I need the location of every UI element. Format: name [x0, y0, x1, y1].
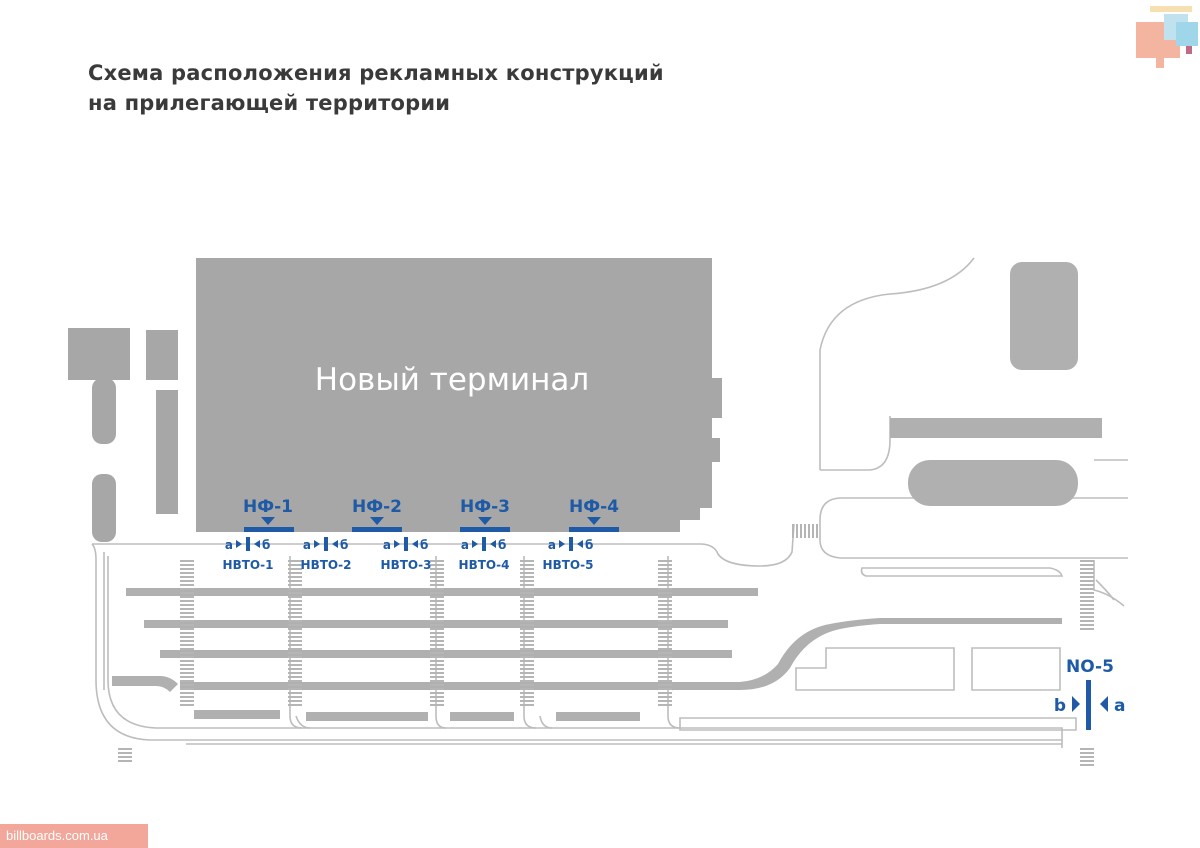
sign-post — [324, 537, 328, 551]
map-title: Схема расположения рекламных конструкций… — [88, 58, 664, 118]
facade-sign-bar — [352, 527, 402, 532]
side-b-label: b — [1054, 696, 1066, 716]
left-structures — [68, 328, 178, 542]
side-b-label: б — [420, 538, 428, 552]
sign-post — [482, 537, 486, 551]
new-terminal-label: Новый терминал — [315, 362, 589, 398]
side-b-label: б — [498, 538, 506, 552]
left-arrow-icon — [254, 540, 260, 548]
down-arrow-icon — [370, 517, 384, 525]
sign-no-5[interactable]: NO-5 b a — [1054, 657, 1126, 730]
right-arrow-icon — [236, 540, 242, 548]
left-arrow-icon — [577, 540, 583, 548]
crosswalks — [118, 524, 1094, 768]
facade-sign-nf-2[interactable]: НФ-2 — [352, 497, 402, 532]
no5-label: NO-5 — [1066, 657, 1114, 677]
right-arrow-icon — [394, 540, 400, 548]
footer-site-link[interactable]: billboards.com.ua — [0, 824, 148, 848]
side-a-label: а — [225, 538, 233, 552]
side-a-label: а — [461, 538, 469, 552]
side-b-label: б — [340, 538, 348, 552]
road-sign-label: НВТО-5 — [543, 558, 594, 572]
right-arrow-icon — [314, 540, 320, 548]
road-network — [91, 257, 1128, 748]
side-a-label: a — [1114, 696, 1125, 716]
road-sign-label: НВТО-3 — [381, 558, 432, 572]
map-title-line2: на прилегающей территории — [88, 91, 451, 115]
right-arrow-icon — [472, 540, 478, 548]
down-arrow-icon — [261, 517, 275, 525]
left-arrow-icon — [1100, 696, 1108, 712]
facade-sign-label: НФ-2 — [352, 497, 402, 517]
side-b-label: б — [262, 538, 270, 552]
road-sign-label: НВТО-4 — [459, 558, 510, 572]
facade-sign-label: НФ-1 — [243, 497, 293, 517]
sign-post — [246, 537, 250, 551]
map-title-line1: Схема расположения рекламных конструкций — [88, 61, 664, 85]
facade-sign-label: НФ-3 — [460, 497, 510, 517]
facade-sign-nf-4[interactable]: НФ-4 — [569, 497, 619, 532]
down-arrow-icon — [478, 517, 492, 525]
left-arrow-icon — [490, 540, 496, 548]
right-arrow-icon — [1072, 696, 1080, 712]
side-b-label: б — [585, 538, 593, 552]
sign-post — [404, 537, 408, 551]
facade-sign-nf-1[interactable]: НФ-1 — [243, 497, 294, 532]
road-sign-nvto-5[interactable]: а б НВТО-5 — [543, 537, 594, 572]
road-sign-label: НВТО-1 — [223, 558, 274, 572]
facade-sign-bar — [460, 527, 510, 532]
road-sign-nvto-4[interactable]: а б НВТО-4 — [459, 537, 510, 572]
side-a-label: а — [548, 538, 556, 552]
right-arrow-icon — [559, 540, 565, 548]
facade-sign-nf-3[interactable]: НФ-3 — [460, 497, 510, 532]
facade-sign-label: НФ-4 — [569, 497, 619, 517]
left-arrow-icon — [332, 540, 338, 548]
facade-sign-bar — [244, 527, 294, 532]
facade-sign-bar — [569, 527, 619, 532]
left-arrow-icon — [412, 540, 418, 548]
road-sign-nvto-2[interactable]: а б НВТО-2 — [301, 537, 352, 572]
sign-post — [569, 537, 573, 551]
down-arrow-icon — [587, 517, 601, 525]
side-a-label: а — [383, 538, 391, 552]
sign-post — [1086, 680, 1091, 730]
road-sign-nvto-1[interactable]: а б НВТО-1 — [223, 537, 274, 572]
road-sign-nvto-3[interactable]: а б НВТО-3 — [381, 537, 432, 572]
new-terminal-building — [196, 258, 722, 532]
road-sign-label: НВТО-2 — [301, 558, 352, 572]
brand-logo — [1136, 6, 1198, 68]
side-a-label: а — [303, 538, 311, 552]
